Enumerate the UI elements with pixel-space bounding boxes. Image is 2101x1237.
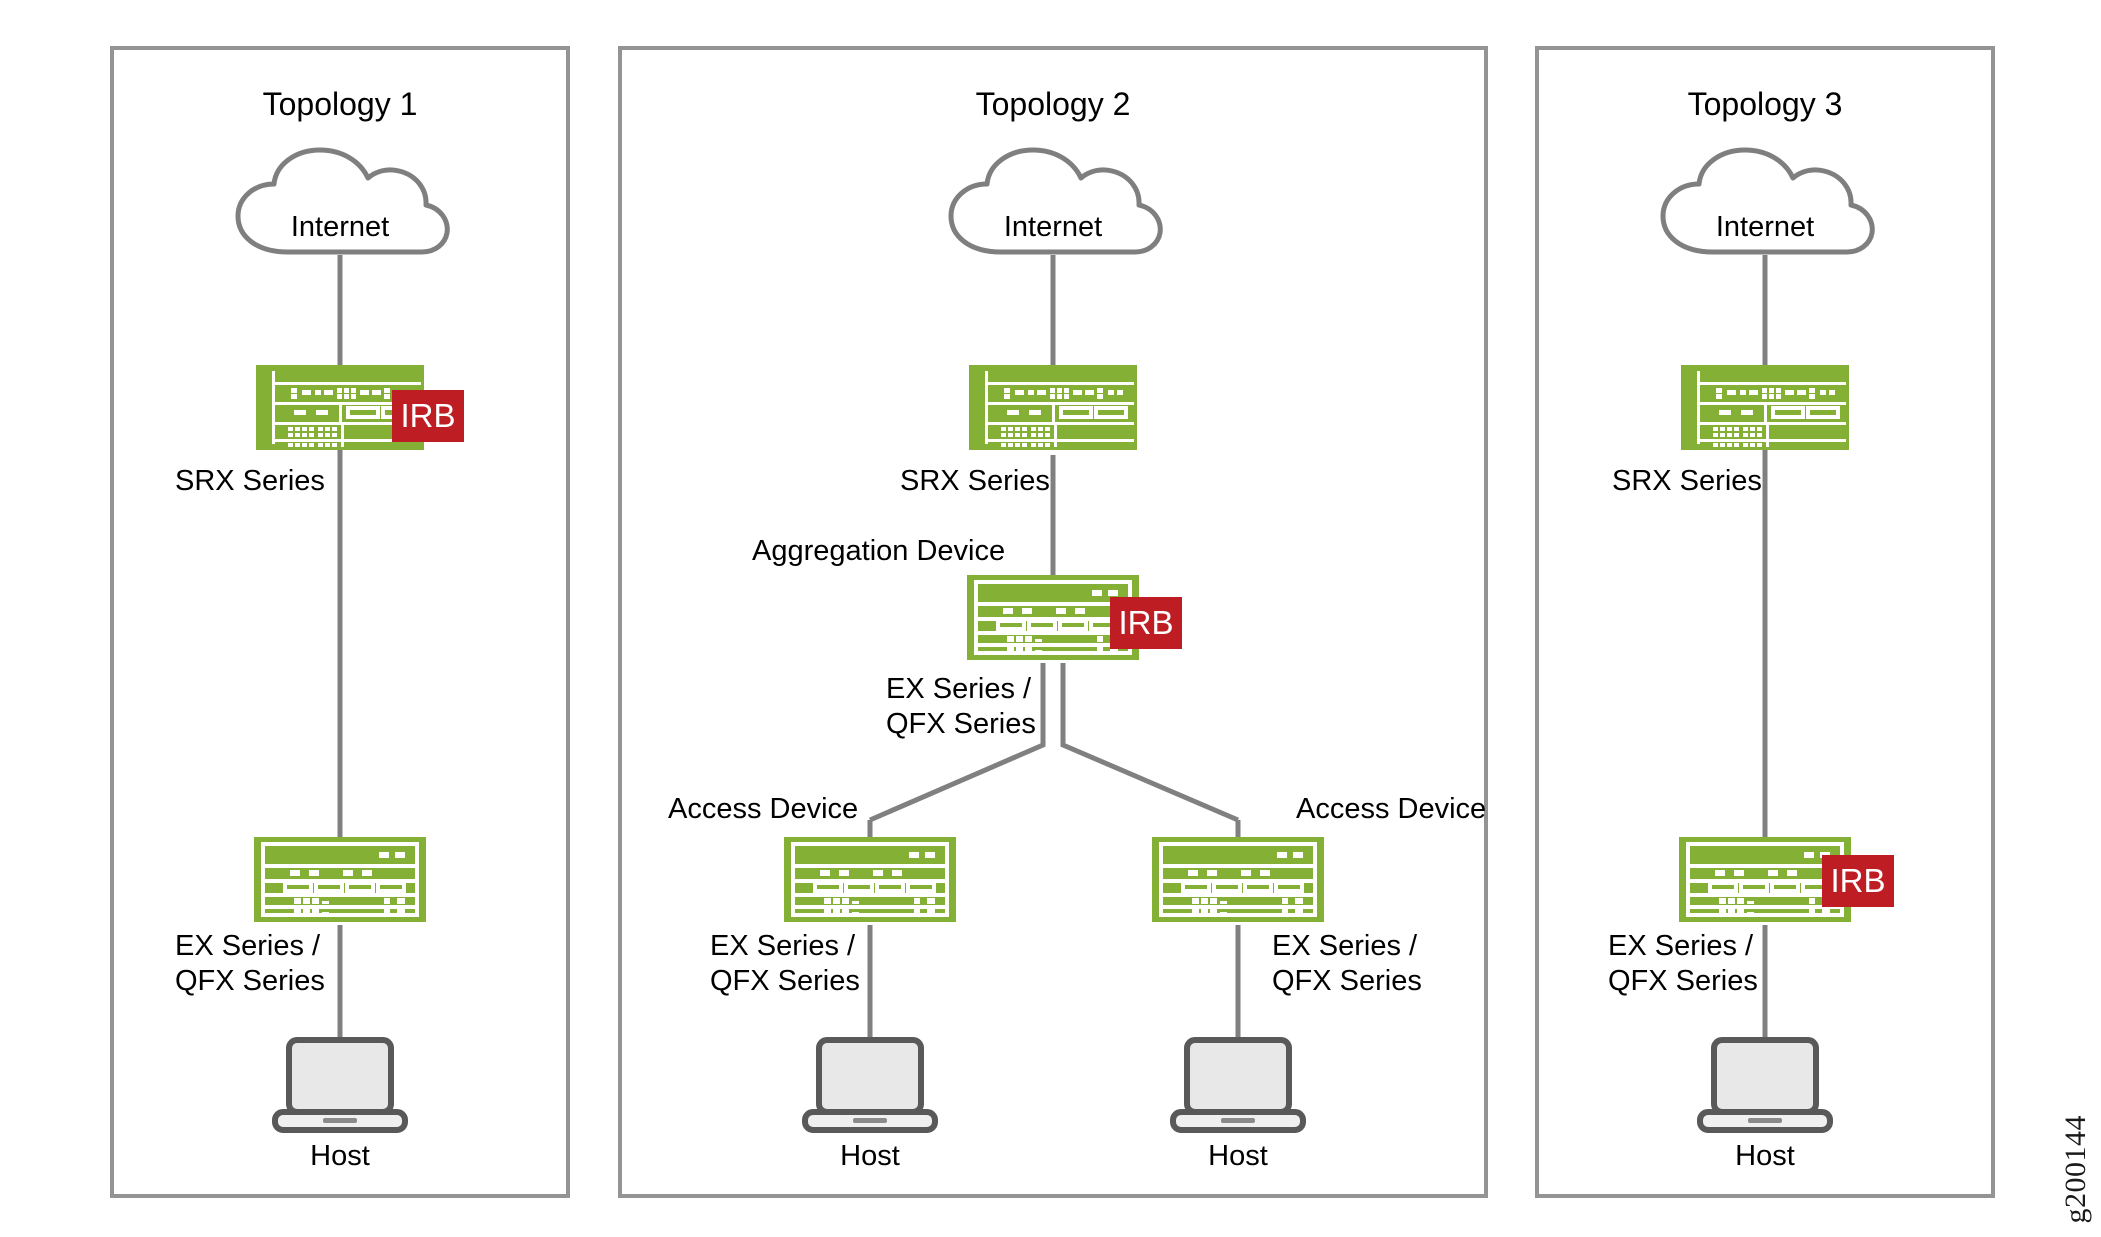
device-srx-t2[interactable]	[967, 363, 1139, 452]
label-access-switch-left-t2-line2: QFX Series	[710, 965, 860, 997]
label-host-t3: Host	[1735, 1140, 1795, 1172]
device-access-switch-left-t2[interactable]	[782, 835, 958, 924]
label-srx-t1: SRX Series	[175, 465, 325, 497]
device-host-right-t2[interactable]	[1173, 1040, 1303, 1130]
link-aggregation-to-access-right-t2	[1060, 663, 1239, 823]
badge-irb-aggregation-t2-label: IRB	[1118, 604, 1173, 641]
badge-irb-srx-t1: IRB	[392, 390, 464, 442]
panel-topology-1: Internet IRB SRX Series EX Series / QFX …	[110, 46, 570, 1198]
label-access-device-right-t2: Access Device	[1296, 793, 1486, 825]
badge-irb-switch-t3-label: IRB	[1830, 862, 1885, 899]
badge-irb-aggregation-t2: IRB	[1110, 597, 1182, 649]
device-host-t1[interactable]	[275, 1040, 405, 1130]
cloud-label-t3: Internet	[1716, 211, 1814, 243]
cloud-label-t2: Internet	[1004, 211, 1102, 243]
label-access-device-left-t2: Access Device	[668, 793, 858, 825]
label-srx-t2: SRX Series	[900, 465, 1050, 497]
device-access-switch-right-t2[interactable]	[1150, 835, 1326, 924]
title-topology-3: Topology 3	[1688, 86, 1843, 122]
label-host-right-t2: Host	[1208, 1140, 1268, 1172]
label-host-left-t2: Host	[840, 1140, 900, 1172]
panel-topology-2: Internet SRX Series Aggregation Device I…	[618, 46, 1488, 1198]
badge-irb-switch-t3-rect	[1822, 855, 1894, 907]
label-access-switch-right-t2-line1: EX Series /	[1272, 930, 1418, 962]
badge-irb-srx-t1-rect	[392, 390, 464, 442]
cloud-label-t1: Internet	[291, 211, 389, 243]
label-switch-t1-line1: EX Series /	[175, 930, 321, 962]
badge-irb-switch-t3: IRB	[1822, 855, 1894, 907]
device-srx-t3[interactable]	[1679, 363, 1851, 452]
label-access-switch-right-t2-line2: QFX Series	[1272, 965, 1422, 997]
label-srx-t3: SRX Series	[1612, 465, 1762, 497]
label-agg-switch-t2-line1: EX Series /	[886, 673, 1032, 705]
badge-irb-aggregation-t2-rect	[1110, 597, 1182, 649]
device-host-left-t2[interactable]	[805, 1040, 935, 1130]
panel-border-topology-1	[110, 46, 570, 1198]
title-topology-2: Topology 2	[976, 86, 1131, 122]
label-switch-t3-line1: EX Series /	[1608, 930, 1754, 962]
panel-border-topology-3	[1535, 46, 1995, 1198]
title-topology-1: Topology 1	[263, 86, 418, 122]
panel-topology-3: Internet SRX Series IRB EX Series / QFX …	[1535, 46, 1995, 1198]
label-agg-switch-t2-line2: QFX Series	[886, 708, 1036, 740]
badge-irb-srx-t1-label: IRB	[400, 397, 455, 434]
label-switch-t1-line2: QFX Series	[175, 965, 325, 997]
link-aggregation-to-access-left-t2	[869, 663, 1046, 823]
label-access-switch-left-t2-line1: EX Series /	[710, 930, 856, 962]
device-host-t3[interactable]	[1700, 1040, 1830, 1130]
label-switch-t3-line2: QFX Series	[1608, 965, 1758, 997]
device-switch-t1[interactable]	[252, 835, 428, 924]
label-host-t1: Host	[310, 1140, 370, 1172]
panel-border-topology-2	[618, 46, 1488, 1198]
label-aggregation-device-t2: Aggregation Device	[752, 535, 1005, 567]
figure-watermark: g200144	[2059, 1114, 2092, 1224]
